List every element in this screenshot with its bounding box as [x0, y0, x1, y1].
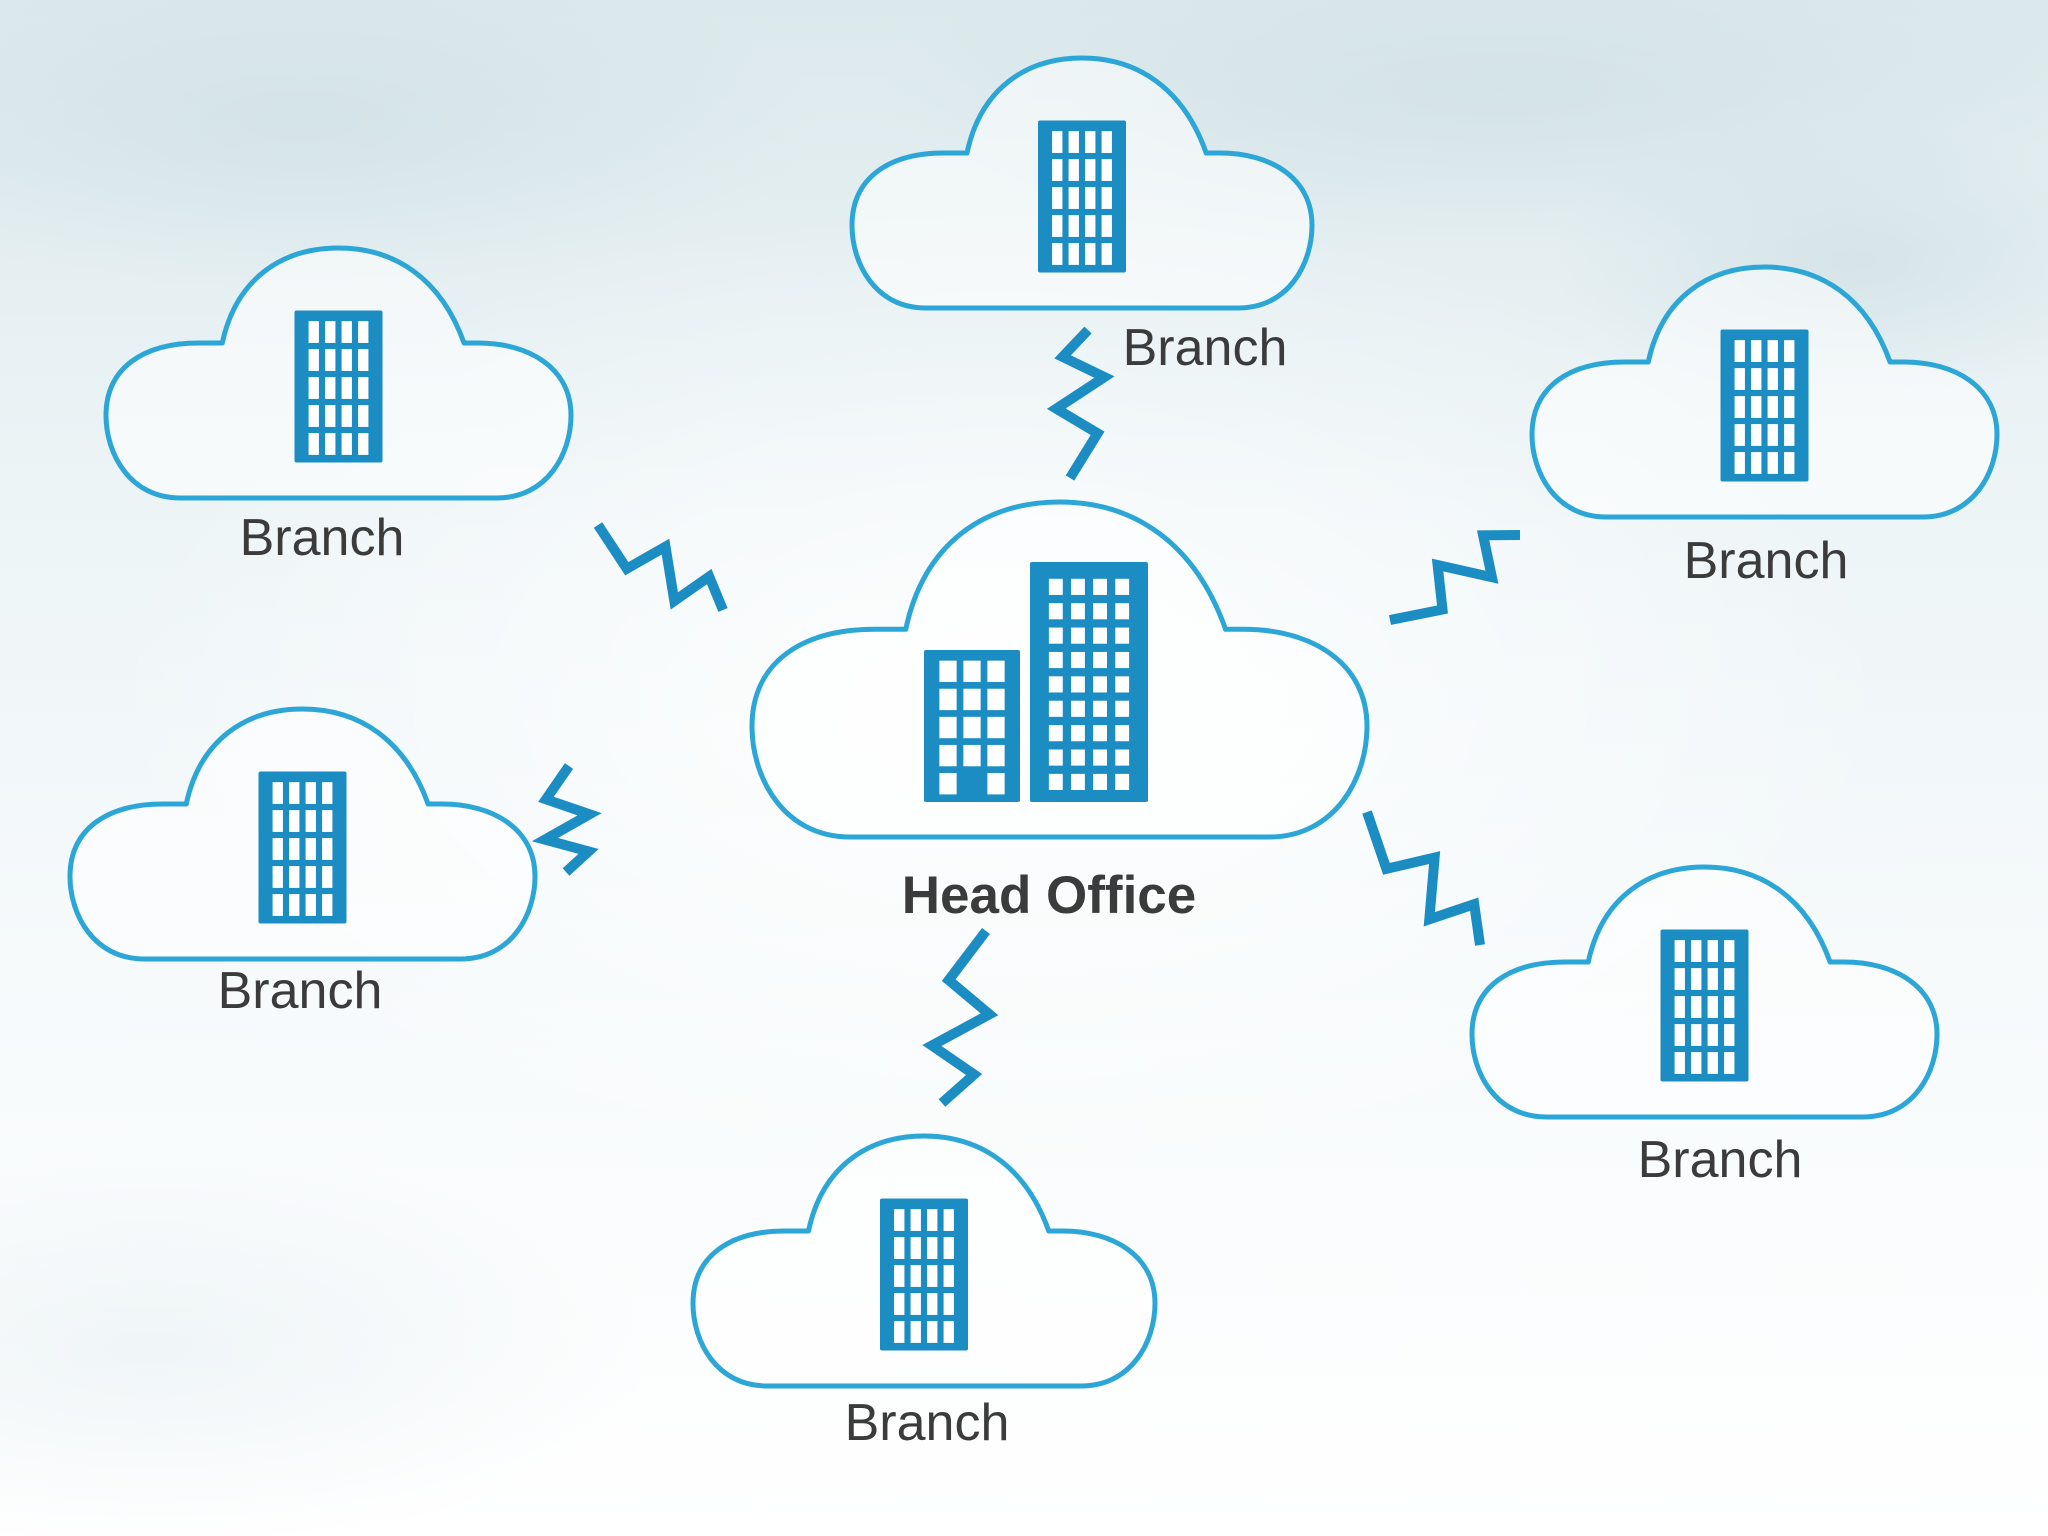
branch-label: Branch — [1638, 1131, 1803, 1189]
sky-haze — [0, 1150, 650, 1536]
branch-node-lower-right: Branch — [1469, 864, 1940, 1189]
branch-label: Branch — [1123, 319, 1288, 377]
branch-node-lower-left: Branch — [67, 706, 538, 1020]
branch-node-upper-left: Branch — [103, 245, 574, 567]
lightning-link-icon — [1389, 530, 1521, 625]
building-icon — [880, 1198, 968, 1351]
lightning-link-icon — [531, 763, 602, 876]
building-icon — [1660, 929, 1749, 1082]
building-icon — [1720, 329, 1809, 482]
building-icon — [1030, 562, 1148, 802]
building-icon — [258, 771, 347, 924]
building-icon — [924, 650, 1020, 802]
branch-label: Branch — [1684, 532, 1849, 590]
branch-label: Branch — [218, 962, 383, 1020]
head-office-label: Head Office — [902, 866, 1197, 925]
lightning-link-icon — [1362, 810, 1485, 946]
lightning-link-icon — [922, 927, 999, 1107]
lightning-link-icon — [1046, 326, 1115, 481]
building-icon — [294, 310, 383, 463]
branch-node-top: Branch — [849, 55, 1315, 377]
branch-label: Branch — [845, 1394, 1010, 1452]
connection-links — [531, 326, 1521, 1107]
sky-haze — [0, 0, 820, 290]
branch-node-upper-right: Branch — [1529, 264, 2000, 590]
office-buildings-icon — [924, 562, 1148, 802]
building-icon — [1038, 120, 1126, 273]
branch-node-bottom: Branch — [690, 1133, 1158, 1452]
branch-label: Branch — [240, 509, 405, 567]
head-office-node: Head Office — [749, 499, 1370, 925]
lightning-link-icon — [593, 522, 728, 612]
